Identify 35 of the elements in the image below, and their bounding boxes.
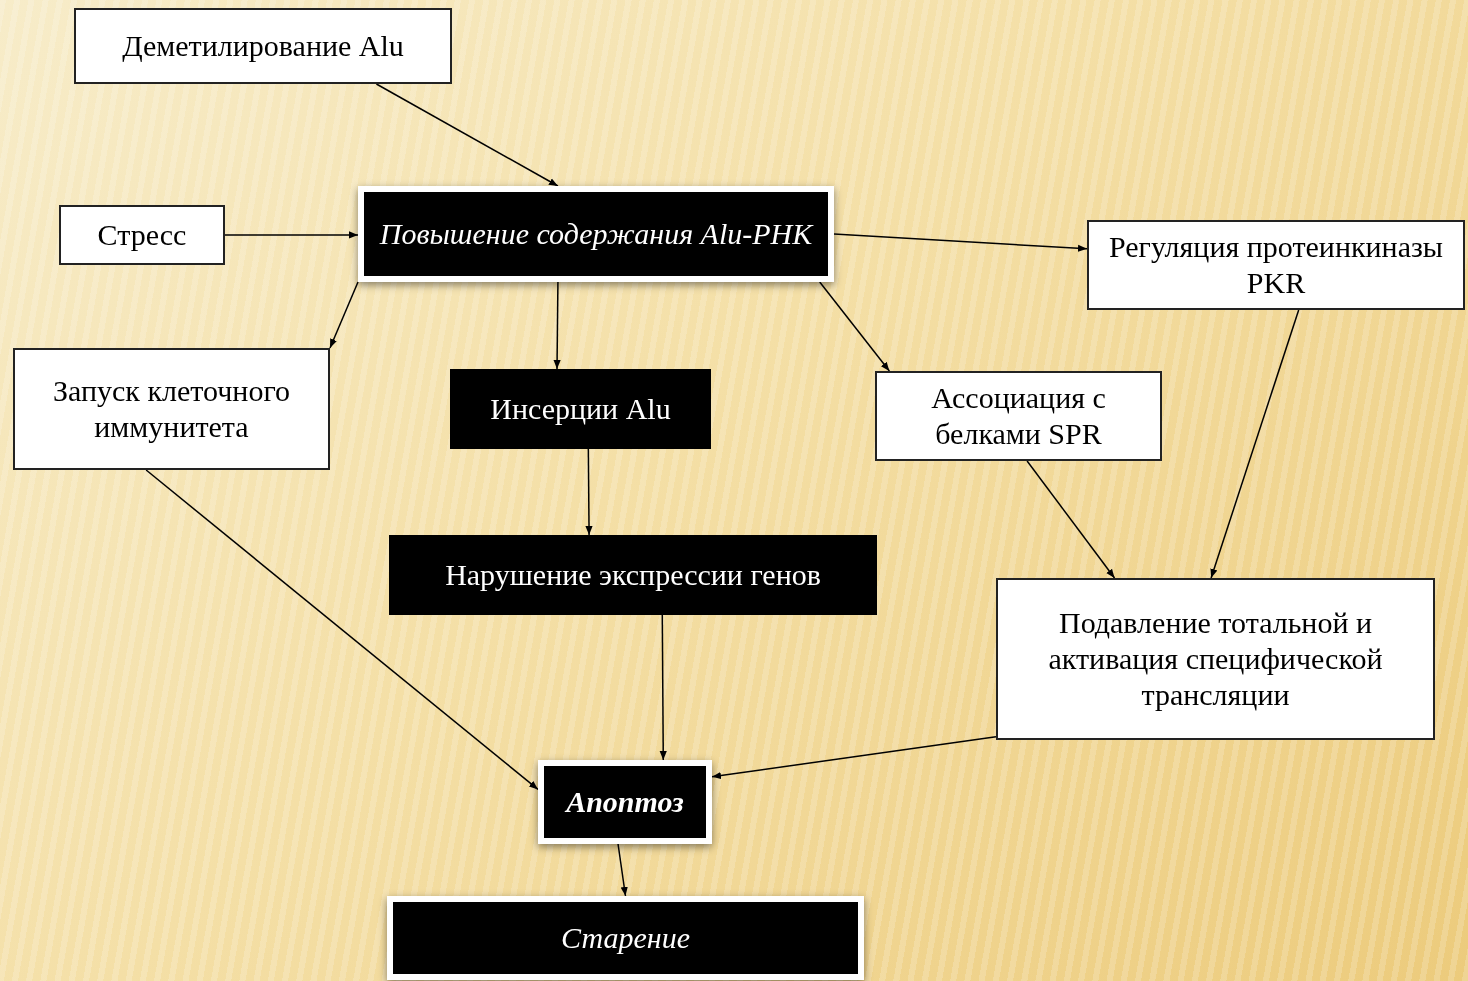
arrow	[1210, 309, 1300, 579]
process-box	[358, 186, 834, 282]
arrow	[329, 281, 359, 349]
node-text: Ассоциация с белками SPR	[930, 380, 1107, 452]
arrow	[818, 281, 891, 372]
arrow	[553, 281, 561, 370]
arrow	[833, 233, 1088, 252]
node-text: Нарушение экспрессии генов	[445, 557, 821, 593]
arrow	[1026, 460, 1116, 579]
arrow	[145, 469, 539, 791]
process-box	[1087, 220, 1465, 310]
arrow	[375, 83, 559, 187]
process-box	[74, 8, 452, 84]
process-box	[387, 896, 864, 980]
process-box	[389, 535, 877, 615]
node-text: Регуляция протеинкиназы PKR	[1108, 229, 1444, 301]
node-text: Деметилирование Alu	[122, 28, 404, 64]
node-text: Запуск клеточного иммунитета	[52, 373, 291, 445]
process-box	[538, 760, 712, 844]
node-text: Инсерции Alu	[490, 391, 671, 427]
arrow	[617, 843, 628, 897]
process-box	[59, 205, 225, 265]
node-text: Стресс	[97, 217, 187, 253]
node-text: Апоптоз	[566, 784, 684, 820]
arrow	[585, 448, 593, 536]
node-text: Старение	[561, 920, 690, 956]
node-text: Подавление тотальной и активация специфической трансляции	[1047, 605, 1384, 713]
process-box	[450, 369, 711, 449]
arrow	[659, 614, 667, 761]
process-box	[875, 371, 1162, 461]
process-box	[13, 348, 330, 470]
node-text: Повышение содержания Alu-РНК	[379, 216, 813, 252]
process-box	[996, 578, 1435, 740]
arrow	[224, 231, 359, 239]
arrow	[711, 736, 997, 780]
